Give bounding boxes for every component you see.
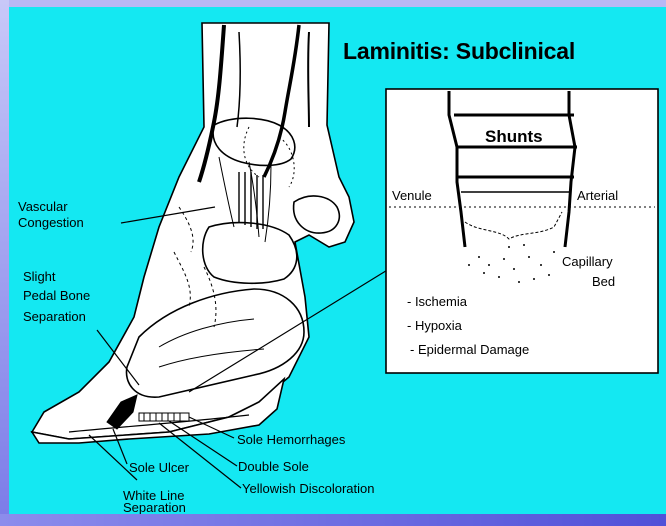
page-title: Laminitis: Subclinical	[343, 38, 575, 65]
slide-frame-left	[0, 0, 9, 526]
slide-frame-top	[0, 0, 666, 7]
inset-capillary-label: Capillary	[562, 254, 613, 269]
cannon-bone	[32, 23, 354, 439]
label-pedal-bone: Pedal Bone	[23, 288, 90, 303]
label-sole-ulcer: Sole Ulcer	[129, 460, 189, 475]
label-vascular: Vascular	[18, 199, 68, 214]
inset-arterial-label: Arterial	[577, 188, 618, 203]
vessel-branch	[308, 32, 309, 127]
label-slight: Slight	[23, 269, 56, 284]
label-separation: Separation	[23, 309, 86, 324]
inset-venule-label: Venule	[392, 188, 432, 203]
label-yellowish-discoloration: Yellowish Discoloration	[242, 481, 374, 496]
inset-effect-ischemia: - Ischemia	[407, 294, 467, 309]
label-double-sole: Double Sole	[238, 459, 309, 474]
label-sole-hemorrhages: Sole Hemorrhages	[237, 432, 345, 447]
inset-bed-label: Bed	[592, 274, 615, 289]
label-congestion: Congestion	[18, 215, 84, 230]
slide-frame-bottom	[0, 514, 666, 526]
inset-shunts-label: Shunts	[485, 127, 543, 147]
inset-effect-hypoxia: - Hypoxia	[407, 318, 462, 333]
inset-effect-epidermal: - Epidermal Damage	[410, 342, 529, 357]
slide-panel: Laminitis: Subclinical Vascular Congesti…	[9, 7, 666, 514]
sole-hemorrhage-mark	[139, 413, 189, 421]
leg-illustration	[32, 23, 354, 443]
label-white-line-separation: Separation	[123, 500, 186, 515]
